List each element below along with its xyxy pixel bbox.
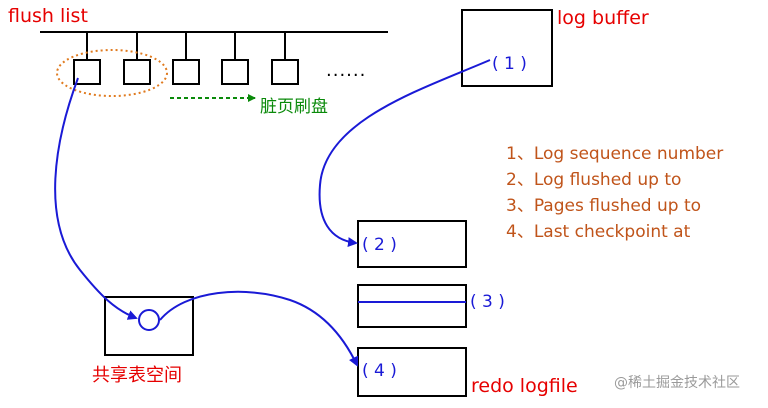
marker-1: ( 1 ) [492,54,527,74]
checkpoint-circle [138,309,160,331]
page-node-3 [172,59,200,85]
legend: 1、Log sequence number 2、Log flushed up t… [506,144,723,242]
redo-log-box-3 [357,284,467,328]
arrow-checkpoint-to-redo [159,290,359,367]
page-node-2 [123,59,151,85]
flush-list-pages [73,32,299,85]
marker-2: ( 2 ) [362,235,397,255]
log-buffer-label: log buffer [557,7,649,29]
page-node-5 [271,59,299,85]
legend-item-4: 4、Last checkpoint at [506,222,691,242]
marker-3: ( 3 ) [470,292,505,312]
legend-item-1: 1、Log sequence number [506,144,723,164]
dirty-page-flush-label: 脏页刷盘 [260,97,328,117]
ellipsis-label: ...... [326,60,366,81]
arrow-lsn-to-flushed [318,59,491,248]
page-node-1 [73,59,101,85]
watermark: @稀土掘金技术社区 [614,375,740,391]
flush-list-label: flush list [8,5,88,27]
arrow-flushlist-to-tablespace [54,77,138,320]
redo-logfile-label: redo logfile [471,375,578,397]
oldest-pages-highlight [56,49,168,97]
legend-item-3: 3、Pages flushed up to [506,196,701,216]
legend-item-2: 2、Log flushed up to [506,170,681,190]
page-node-4 [221,59,249,85]
redo-log-box-2 [357,220,467,268]
shared-tablespace-label: 共享表空间 [92,365,182,386]
redo-log-box-4 [357,347,467,397]
log-buffer-box [461,9,553,87]
marker-4: ( 4 ) [362,361,397,381]
